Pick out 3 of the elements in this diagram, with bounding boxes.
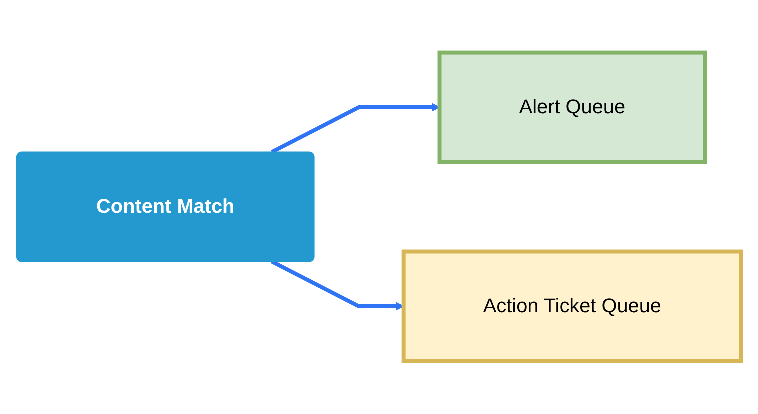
node-box: Content Match xyxy=(16,152,315,262)
node-box: Alert Queue xyxy=(438,50,708,164)
node-box: Action Ticket Queue xyxy=(402,250,744,364)
